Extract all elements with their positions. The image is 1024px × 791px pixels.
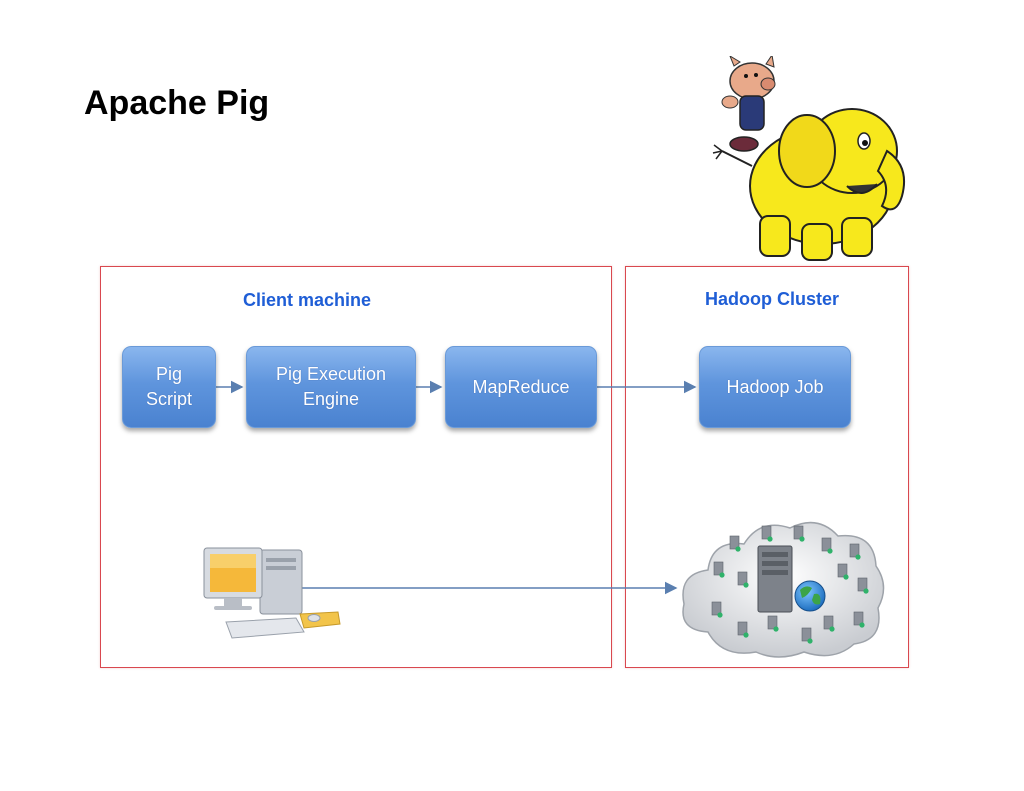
pig-script-line1: Pig [155, 364, 182, 384]
mapreduce-box: MapReduce [445, 346, 597, 428]
client-machine-label: Client machine [243, 290, 372, 310]
mapreduce-label: MapReduce [472, 376, 570, 397]
client-machine-region [100, 266, 612, 668]
hadoop-cluster-label: Hadoop Cluster [705, 289, 840, 309]
hadoop-job-label: Hadoop Job [726, 376, 824, 397]
engine-line1: Pig Execution [275, 364, 387, 384]
pig-elephant-logo-icon [712, 56, 906, 261]
hadoop-cluster-region [625, 266, 909, 668]
engine-line2: Engine [302, 389, 360, 409]
pig-execution-engine-box: Pig Execution Engine [246, 346, 416, 428]
pig-script-box: Pig Script [122, 346, 216, 428]
slide-title: Apache Pig [84, 84, 270, 122]
server-cloud-icon [682, 521, 885, 658]
hadoop-job-box: Hadoop Job [699, 346, 851, 428]
pig-script-line2: Script [145, 389, 192, 409]
desktop-computer-icon [203, 547, 341, 639]
